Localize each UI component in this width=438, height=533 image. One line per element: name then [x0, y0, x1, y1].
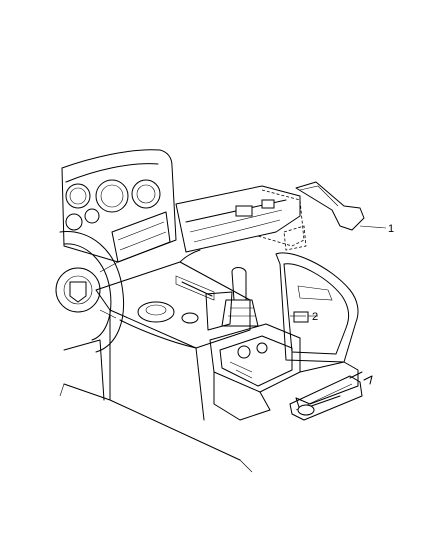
callout-2: 2 [312, 311, 318, 323]
floor-lines [59, 249, 253, 473]
console-lid [275, 252, 359, 363]
callout-1: 1 [388, 223, 394, 235]
instrument-cluster [61, 149, 177, 263]
part-1-bracket [295, 181, 387, 231]
console-bin [209, 323, 359, 421]
steering-wheel [55, 231, 125, 353]
console-upper-panel [175, 185, 307, 253]
armrest [289, 371, 373, 421]
